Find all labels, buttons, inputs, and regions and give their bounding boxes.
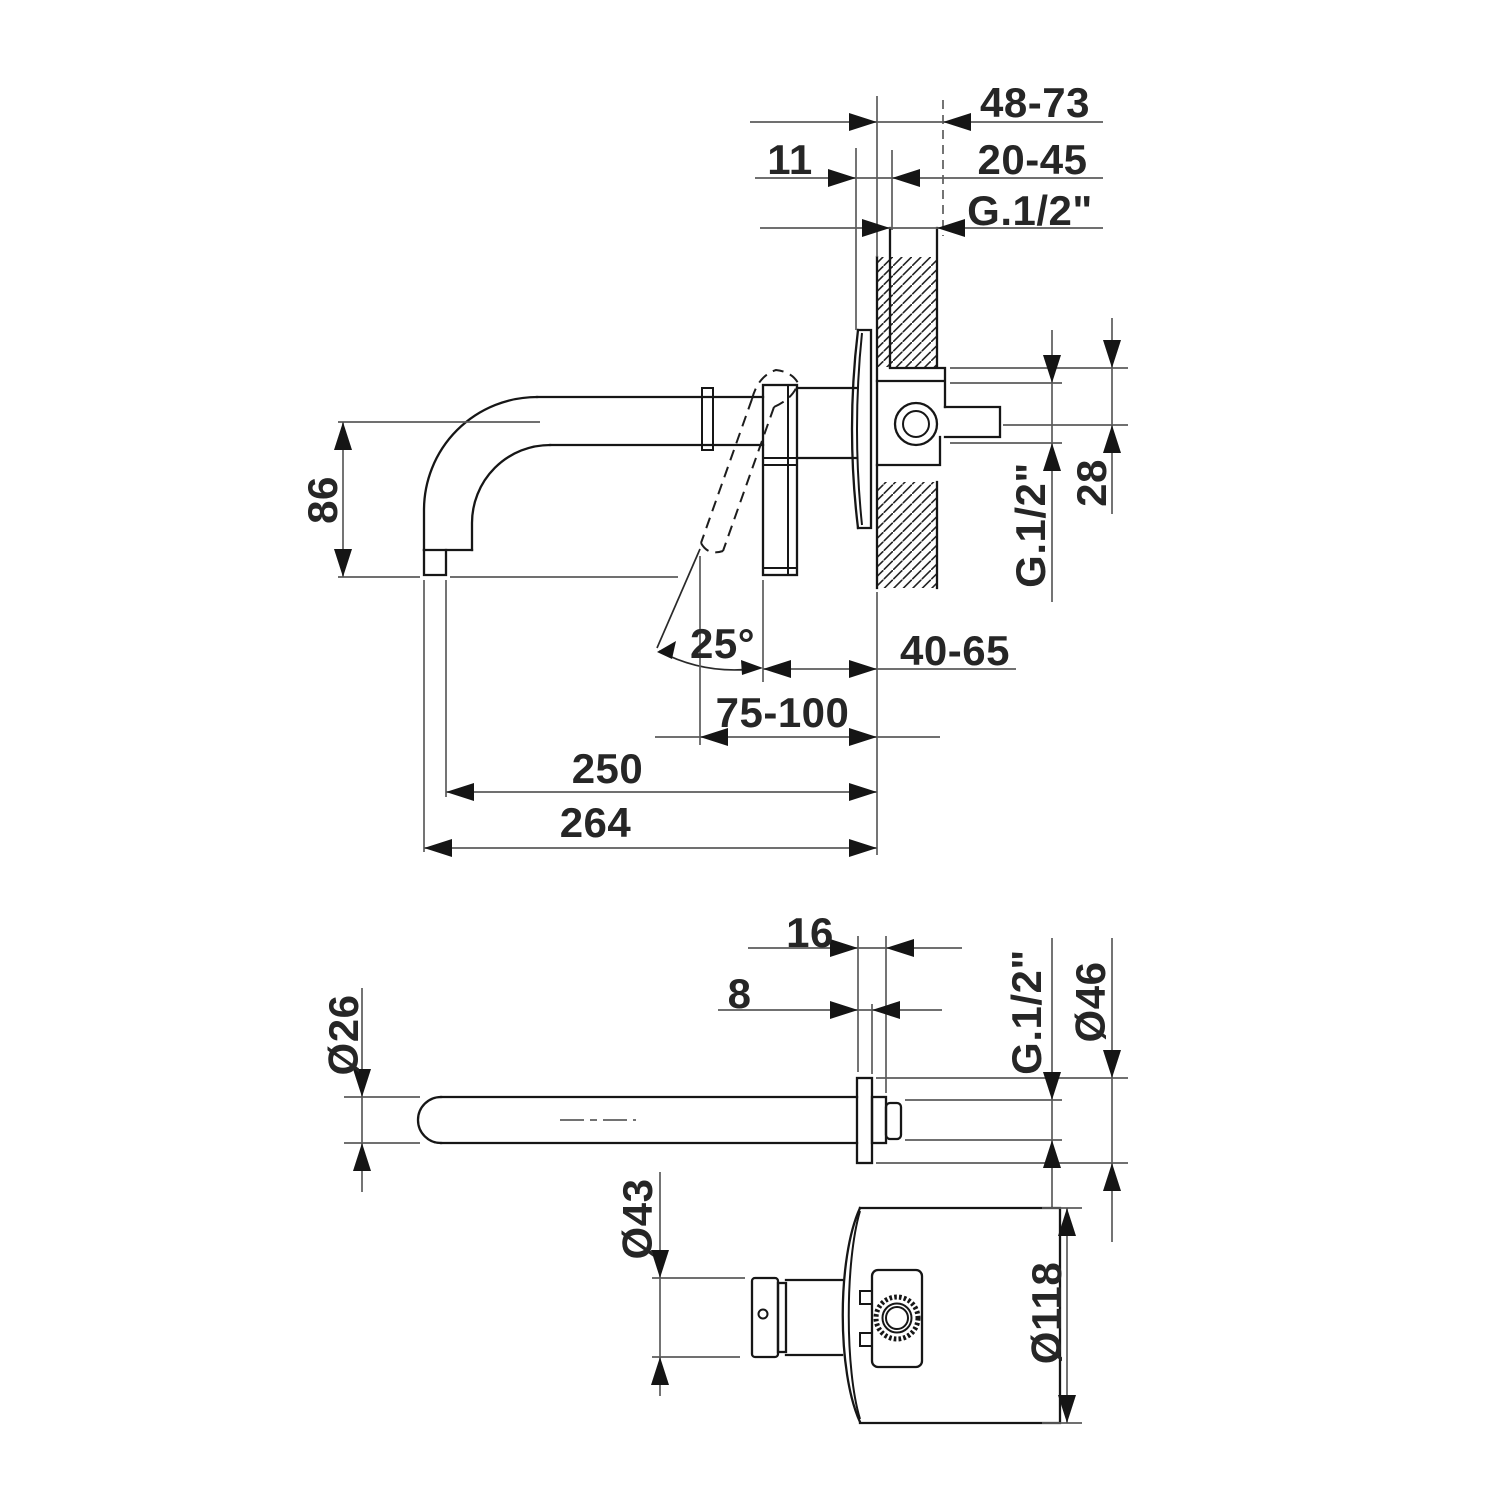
dim-label-250: 250 — [571, 745, 644, 792]
dim-label-264: 264 — [559, 799, 632, 846]
dim-label-40-65: 40-65 — [900, 627, 1010, 674]
dim-label-d46: Ø46 — [1067, 961, 1114, 1043]
dim-label-48-73: 48-73 — [980, 79, 1090, 126]
dim-label-25deg: 25° — [689, 620, 755, 667]
spout-plan-view — [344, 936, 1128, 1242]
dim-label-16: 16 — [786, 909, 834, 956]
dim-label-11: 11 — [767, 136, 813, 183]
valve-plan-view — [651, 1172, 1082, 1425]
dim-label-g12-side: G.1/2" — [1007, 462, 1054, 588]
side-elevation-view — [334, 96, 1128, 857]
dim-label-g12-top: G.1/2" — [967, 187, 1093, 234]
dim-label-g12-spout: G.1/2" — [1003, 949, 1050, 1075]
dim-label-d43: Ø43 — [614, 1178, 661, 1260]
dim-label-20-45: 20-45 — [977, 136, 1088, 183]
dim-label-75-100: 75-100 — [715, 689, 850, 736]
dim-label-d118: Ø118 — [1023, 1261, 1070, 1365]
dim-label-86: 86 — [299, 476, 346, 524]
dim-label-28: 28 — [1068, 459, 1115, 507]
dim-label-d26: Ø26 — [320, 994, 367, 1076]
dim-label-8: 8 — [727, 970, 752, 1017]
